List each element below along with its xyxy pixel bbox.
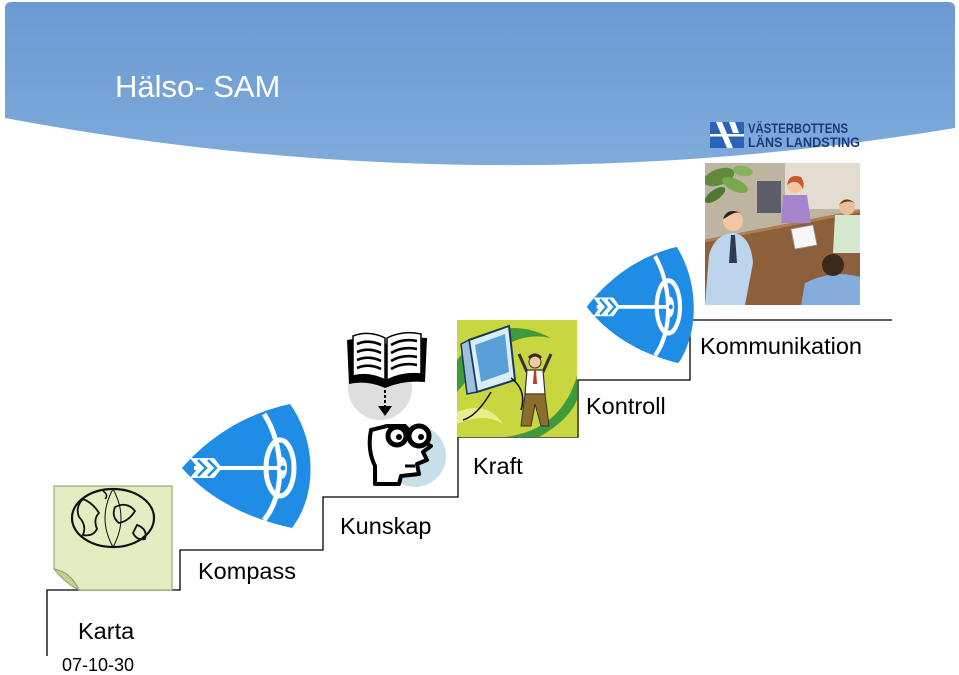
arrow-icon bbox=[593, 297, 667, 317]
globe-icon bbox=[70, 487, 156, 549]
map-paper bbox=[53, 485, 173, 591]
book-icon bbox=[347, 331, 427, 388]
person-figure bbox=[517, 353, 553, 427]
person-left bbox=[705, 211, 753, 305]
logo-emblem-icon bbox=[710, 122, 744, 148]
head-with-glasses-icon bbox=[367, 423, 433, 486]
arrow-down-icon bbox=[378, 390, 392, 416]
plant-icon bbox=[705, 165, 753, 204]
step-label-kraft: Kraft bbox=[473, 453, 523, 479]
map-icon bbox=[53, 485, 173, 591]
person-front bbox=[801, 254, 860, 305]
monitor-icon bbox=[460, 324, 517, 395]
target-arrow-icon bbox=[182, 404, 311, 528]
target-arrow-icon bbox=[586, 246, 694, 364]
computer-person-icon bbox=[457, 320, 577, 437]
step-label-kompass: Kompass bbox=[198, 558, 296, 584]
person-right bbox=[833, 199, 860, 253]
staircase-line bbox=[46, 319, 892, 656]
book-head-icon bbox=[347, 331, 446, 487]
slide-date: 07-10-30 bbox=[62, 655, 135, 675]
logo-text-line1: VÄSTERBOTTENS bbox=[748, 120, 848, 136]
organization-logo: VÄSTERBOTTENS LÄNS LANDSTING bbox=[710, 120, 860, 150]
step-label-kontroll: Kontroll bbox=[586, 393, 666, 419]
step-label-kunskap: Kunskap bbox=[340, 513, 432, 539]
logo-text-line2: LÄNS LANDSTING bbox=[748, 134, 860, 150]
slide-title: Hälso- SAM bbox=[115, 69, 281, 104]
map-paper-curl bbox=[53, 568, 80, 591]
step-label-kommunikation: Kommunikation bbox=[700, 333, 862, 359]
wall-screen bbox=[757, 181, 781, 213]
person-center bbox=[781, 176, 811, 223]
arrow-icon bbox=[190, 458, 278, 478]
meeting-illustration bbox=[705, 163, 860, 305]
step-label-karta: Karta bbox=[78, 618, 135, 644]
paper-on-table bbox=[790, 224, 818, 250]
